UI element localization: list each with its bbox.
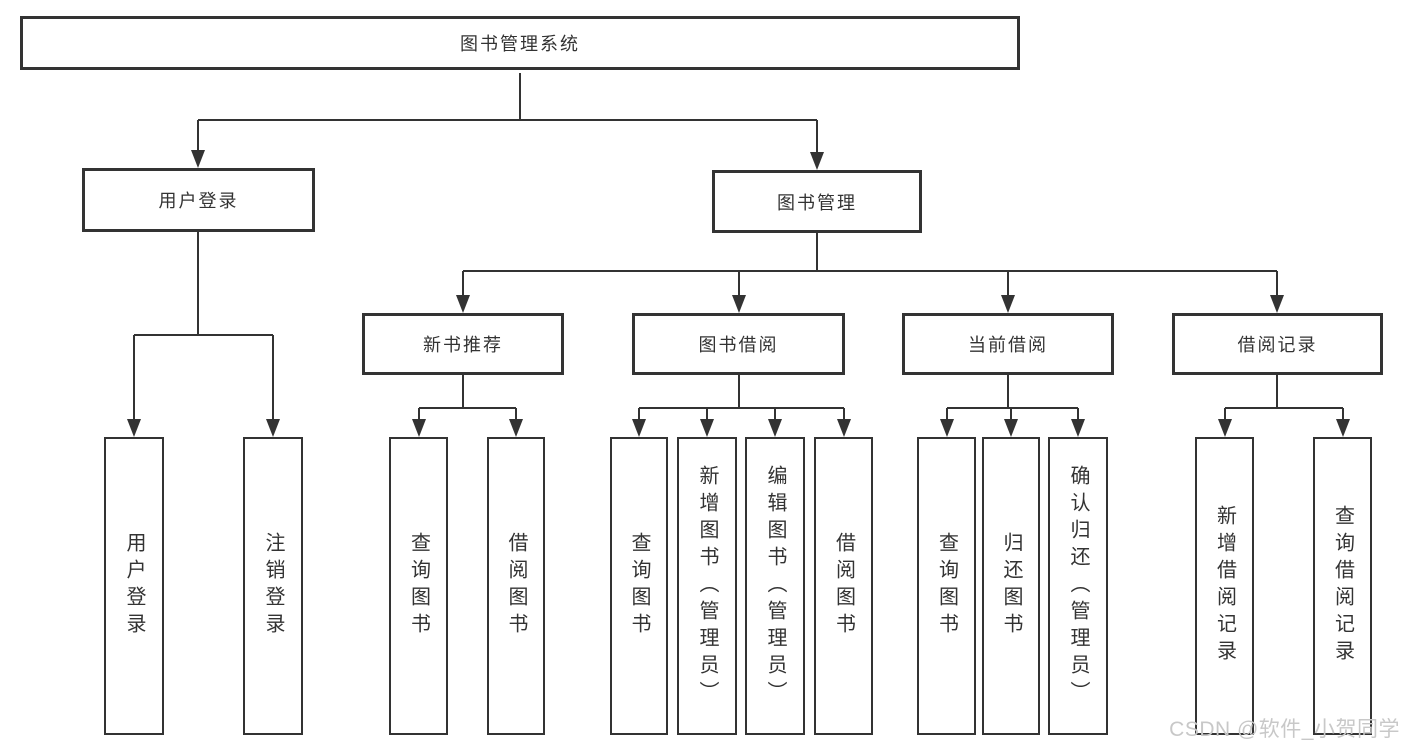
node-label: 用户登录 xyxy=(158,191,239,211)
node-book-borrowing: 图书借阅 xyxy=(632,313,845,375)
leaf-return-books: 归还图书 xyxy=(982,437,1040,735)
node-label: 确认归还（管理员） xyxy=(1067,464,1089,708)
node-label: 借阅图书 xyxy=(505,532,527,640)
node-label: 当前借阅 xyxy=(968,335,1048,355)
leaf-query-books-current: 查询图书 xyxy=(917,437,976,735)
node-book-management: 图书管理 xyxy=(712,170,922,233)
node-label: 图书管理系统 xyxy=(460,34,580,54)
node-label: 查询图书 xyxy=(935,532,958,640)
node-label: 用户登录 xyxy=(123,532,145,640)
leaf-add-borrow-record: 新增借阅记录 xyxy=(1195,437,1254,735)
leaf-edit-books-admin: 编辑图书（管理员） xyxy=(745,437,805,735)
leaf-confirm-return-admin: 确认归还（管理员） xyxy=(1048,437,1108,735)
node-label: 新增图书（管理员） xyxy=(696,464,718,708)
node-label: 查询借阅记录 xyxy=(1331,505,1354,667)
node-label: 图书借阅 xyxy=(698,335,779,355)
leaf-borrow-books-recommendation: 借阅图书 xyxy=(487,437,545,735)
csdn-watermark: CSDN @软件_小贺同学 xyxy=(1169,718,1400,741)
node-label: 注销登录 xyxy=(262,532,284,640)
node-label: 新增借阅记录 xyxy=(1213,505,1236,667)
node-library-management-system: 图书管理系统 xyxy=(20,16,1020,70)
node-label: 借阅记录 xyxy=(1237,335,1318,355)
node-label: 查询图书 xyxy=(628,532,650,640)
node-label: 图书管理 xyxy=(777,192,857,213)
node-new-book-recommendation: 新书推荐 xyxy=(362,313,564,375)
leaf-query-books-recommendation: 查询图书 xyxy=(389,437,448,735)
leaf-borrow-books: 借阅图书 xyxy=(814,437,873,735)
leaf-logout: 注销登录 xyxy=(243,437,303,735)
leaf-query-borrow-record: 查询借阅记录 xyxy=(1313,437,1372,735)
leaf-query-books-borrowing: 查询图书 xyxy=(610,437,668,735)
node-borrowing-records: 借阅记录 xyxy=(1172,313,1383,375)
node-label: 编辑图书（管理员） xyxy=(764,464,786,708)
node-label: 新书推荐 xyxy=(423,335,503,355)
leaf-add-books-admin: 新增图书（管理员） xyxy=(677,437,737,735)
arrowheads xyxy=(127,150,1350,437)
node-label: 归还图书 xyxy=(1000,532,1022,640)
node-label: 借阅图书 xyxy=(832,532,855,640)
node-user-login: 用户登录 xyxy=(82,168,315,232)
node-label: 查询图书 xyxy=(407,532,430,640)
node-current-borrowing: 当前借阅 xyxy=(902,313,1114,375)
leaf-user-login: 用户登录 xyxy=(104,437,164,735)
